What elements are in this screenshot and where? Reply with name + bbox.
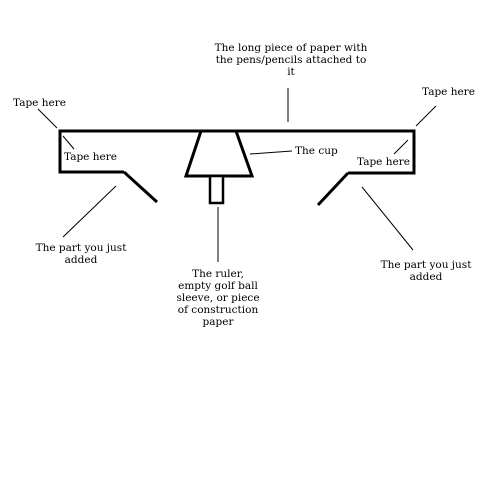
label-ruler: The ruler, empty golf ball sleeve, or pi… [176, 268, 260, 328]
leader-tape-top-left [37, 108, 58, 129]
label-part-added-right: The part you just added [380, 259, 472, 283]
label-part-added-left: The part you just added [35, 242, 127, 266]
leader-part-right [361, 186, 414, 251]
label-tape-here-top-left: Tape here [13, 97, 66, 109]
leader-tape-top-right [415, 105, 437, 127]
label-tape-here-inner-left: Tape here [64, 151, 117, 163]
right-added-flap [316, 171, 350, 207]
cup-shape [183, 129, 255, 178]
leader-cup [249, 150, 293, 155]
leader-tape-inner-right [393, 139, 409, 155]
label-the-cup: The cup [295, 145, 338, 157]
label-tape-here-inner-right: Tape here [357, 156, 410, 168]
ruler-stem [208, 174, 225, 205]
leader-tape-inner-left [62, 135, 75, 150]
leader-part-left [62, 185, 117, 238]
label-tape-here-top-right: Tape here [422, 86, 475, 98]
left-added-flap [122, 170, 159, 204]
label-long-paper: The long piece of paper with the pens/pe… [214, 42, 368, 78]
